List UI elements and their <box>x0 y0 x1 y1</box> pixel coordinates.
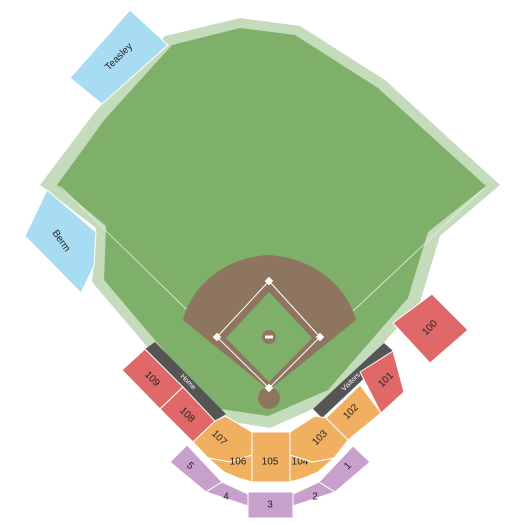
first-base <box>315 332 325 342</box>
section-3[interactable]: 3 <box>247 491 294 519</box>
section-104-label: 104 <box>292 457 309 468</box>
lawn-section-teasley[interactable]: Teasley <box>69 9 169 105</box>
home-plate-area <box>258 387 280 409</box>
section-1[interactable]: 1 <box>318 445 371 493</box>
section-105[interactable]: 105 <box>251 431 291 483</box>
lawn-section-berm[interactable]: Berm <box>24 189 97 294</box>
section-106-label: 106 <box>230 457 247 468</box>
section-4-label: 4 <box>223 492 229 503</box>
section-103[interactable]: 103 <box>289 415 349 463</box>
section-108[interactable]: 108 <box>159 386 216 443</box>
section-102[interactable]: 102 <box>325 384 382 441</box>
outfield-grass <box>57 28 486 416</box>
section-2-label: 2 <box>312 492 318 503</box>
pitchers-rubber <box>265 335 273 339</box>
section-105-label: 105 <box>262 457 279 468</box>
section-101[interactable]: 101 <box>359 350 405 414</box>
third-base <box>212 332 222 342</box>
second-base <box>264 276 274 286</box>
section-100[interactable]: 100 <box>392 293 469 364</box>
home-plate <box>264 383 274 393</box>
section-3-label: 3 <box>267 500 273 511</box>
